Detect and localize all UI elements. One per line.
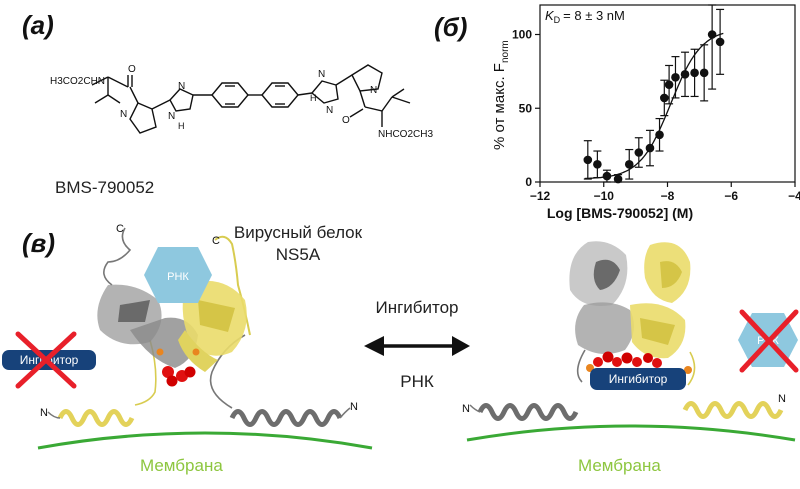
dose-response-chart: −12 −10 −8 −6 −4 0 50 100 % от макс. Fnorm Log … bbox=[491, 4, 800, 221]
atom-o-left: O bbox=[128, 64, 136, 75]
data-point bbox=[593, 160, 602, 169]
membrane-right bbox=[466, 424, 796, 442]
panel-label-a: (а) bbox=[22, 10, 54, 40]
kd-symbol: K bbox=[545, 8, 555, 23]
membrane-label-right: Мембрана bbox=[578, 456, 661, 475]
arrow-label-bottom: РНК bbox=[400, 372, 434, 391]
n-terminus-left-2: N bbox=[350, 401, 358, 413]
double-arrow bbox=[364, 336, 470, 356]
n-terminus-right-2: N bbox=[778, 393, 786, 405]
data-point bbox=[634, 148, 644, 157]
atom-n-left-imid-1: N bbox=[178, 81, 185, 92]
data-point bbox=[699, 68, 709, 78]
kd-value: = 8 ± 3 nM bbox=[563, 8, 625, 23]
data-point bbox=[655, 130, 664, 140]
c-terminus-left-2: C bbox=[212, 235, 220, 247]
panel-label-b: (б) bbox=[434, 12, 468, 42]
y-tick-label: 50 bbox=[519, 101, 533, 115]
x-tick-label: −8 bbox=[661, 189, 675, 203]
y-axis-label: % от макс. Fnorm bbox=[491, 40, 511, 150]
rna-hexagon bbox=[144, 247, 212, 303]
atom-n-right-imid-1: N bbox=[318, 69, 325, 80]
protein-diagram: C C N N РНК N N РНК bbox=[37, 223, 799, 450]
membrane-label-left: Мембрана bbox=[140, 456, 223, 475]
membrane-left bbox=[37, 431, 373, 450]
chart-axes: −12 −10 −8 −6 −4 0 50 100 bbox=[512, 4, 800, 203]
data-point bbox=[602, 171, 612, 181]
x-tick-label: −10 bbox=[594, 189, 615, 203]
cross-mark-left bbox=[15, 331, 77, 389]
data-point bbox=[707, 30, 717, 39]
data-point bbox=[624, 160, 634, 169]
data-point bbox=[715, 37, 725, 47]
right-group-label: NHCO2CH3 bbox=[378, 129, 433, 140]
plot-frame bbox=[539, 4, 796, 183]
atom-n-right-pyrrolidine: N bbox=[370, 85, 377, 96]
kd-annotation: KD= 8 ± 3 nM bbox=[545, 8, 625, 25]
n-terminus-left-1: N bbox=[40, 407, 48, 419]
fit-curve bbox=[584, 32, 724, 180]
atom-o-right: O bbox=[342, 115, 350, 126]
rna-hexagon-label: РНК bbox=[167, 271, 189, 283]
data-point bbox=[671, 72, 680, 82]
arrow-label-top: Ингибитор bbox=[375, 298, 459, 317]
y-tick-label: 0 bbox=[525, 175, 532, 189]
x-tick-label: −4 bbox=[788, 189, 800, 203]
chemical-structure: H3CO2CHN O N N N H N N H N O NHCO2CH3 bbox=[50, 64, 433, 140]
data-points-group bbox=[583, 4, 725, 184]
c-terminus-left-1: C bbox=[116, 223, 124, 235]
right-protein-structure bbox=[469, 241, 784, 421]
fit-curve-group bbox=[584, 32, 724, 180]
atom-n-right-imid-2: N bbox=[326, 105, 333, 116]
panel-label-c: (в) bbox=[22, 228, 56, 258]
left-group-label: H3CO2CHN bbox=[50, 76, 105, 87]
data-point bbox=[664, 80, 674, 89]
y-tick-label: 100 bbox=[512, 28, 532, 42]
data-point bbox=[613, 174, 623, 184]
compound-name: BMS-790052 bbox=[55, 178, 155, 197]
atom-h-left: H bbox=[178, 121, 185, 131]
n-terminus-right-1: N bbox=[462, 403, 470, 415]
x-tick-label: −6 bbox=[724, 189, 738, 203]
data-point bbox=[660, 93, 669, 103]
data-point bbox=[680, 70, 690, 79]
data-point bbox=[645, 143, 655, 153]
left-protein-structure bbox=[47, 227, 351, 427]
kd-subscript: D bbox=[554, 15, 561, 25]
data-point bbox=[583, 155, 593, 165]
atom-n-left-pyrrolidine: N bbox=[120, 109, 127, 120]
atom-h-right: H bbox=[310, 93, 317, 103]
x-axis-label: Log [BMS-790052] (M) bbox=[547, 205, 693, 221]
viral-protein-caption: Вирусный белок NS5A bbox=[233, 223, 363, 264]
x-tick-label: −12 bbox=[530, 189, 551, 203]
y-axis-label-main: % от макс. F bbox=[491, 63, 508, 150]
y-axis-label-sub: norm bbox=[500, 40, 511, 63]
data-point bbox=[690, 68, 699, 78]
cross-mark-right bbox=[739, 309, 799, 373]
atom-n-left-imid-2: N bbox=[168, 111, 175, 122]
inhibitor-badge-bound: Ингибитор bbox=[590, 368, 686, 390]
